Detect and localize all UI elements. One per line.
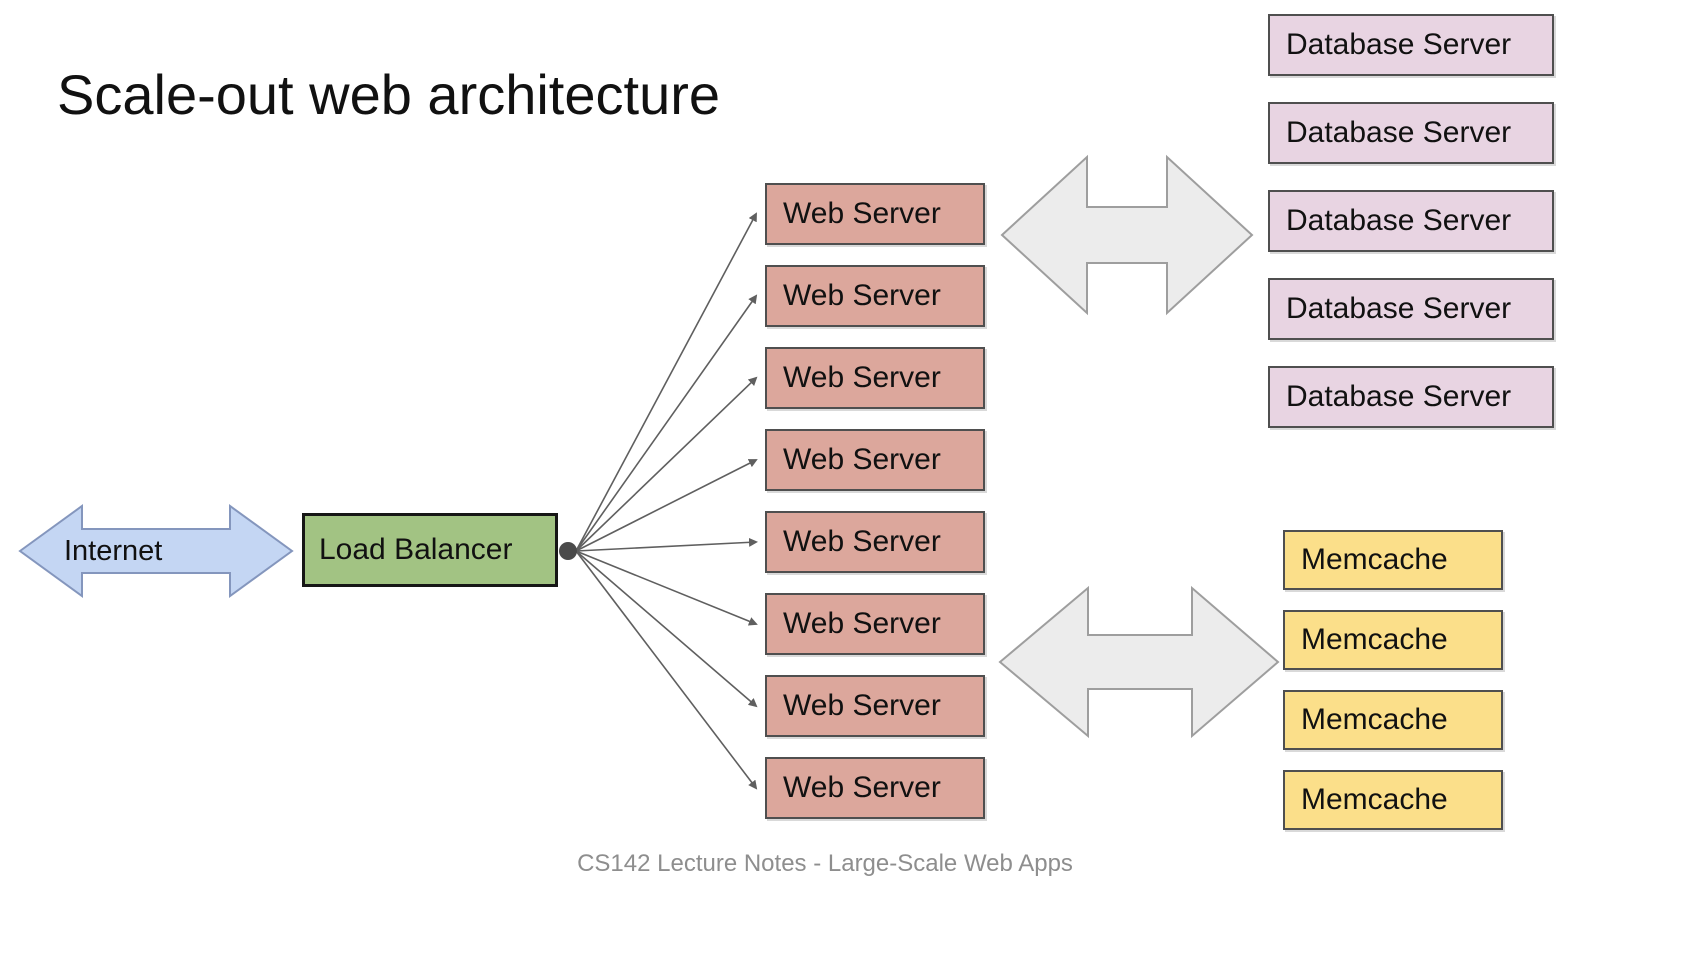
database-server-box: Database Server: [1268, 278, 1554, 340]
database-server-box: Database Server: [1268, 190, 1554, 252]
lb-to-web-connector-2: [575, 294, 758, 552]
load-balancer-port-dot: [559, 542, 577, 560]
load-balancer-box: Load Balancer: [302, 513, 558, 587]
web-server-label: Web Server: [783, 361, 941, 394]
database-server-label: Database Server: [1286, 116, 1512, 149]
lb-to-web-connector-7: [575, 550, 758, 708]
memcache-label: Memcache: [1301, 623, 1448, 656]
web-server-box: Web Server: [765, 511, 985, 573]
web-server-box: Web Server: [765, 675, 985, 737]
memcache-label: Memcache: [1301, 783, 1448, 816]
web-server-column: Web Server Web Server Web Server Web Ser…: [765, 183, 985, 819]
database-server-label: Database Server: [1286, 292, 1512, 325]
memcache-box: Memcache: [1283, 610, 1503, 670]
memcache-label: Memcache: [1301, 703, 1448, 736]
web-server-label: Web Server: [783, 443, 941, 476]
web-server-box: Web Server: [765, 183, 985, 245]
lb-to-web-connector-3: [575, 376, 758, 552]
lb-to-web-connector-8: [575, 550, 758, 790]
web-server-label: Web Server: [783, 197, 941, 230]
internet-label: Internet: [64, 534, 163, 567]
footer-caption: CS142 Lecture Notes - Large-Scale Web Ap…: [577, 850, 1073, 877]
lb-to-web-connector-1: [575, 212, 757, 552]
database-server-box: Database Server: [1268, 102, 1554, 164]
database-server-box: Database Server: [1268, 366, 1554, 428]
memcache-box: Memcache: [1283, 530, 1503, 590]
web-server-label: Web Server: [783, 771, 941, 804]
lb-to-web-connector-6: [575, 550, 758, 626]
web-server-label: Web Server: [783, 607, 941, 640]
web-server-label: Web Server: [783, 279, 941, 312]
web-server-label: Web Server: [783, 525, 941, 558]
memcache-box: Memcache: [1283, 770, 1503, 830]
web-server-box: Web Server: [765, 593, 985, 655]
web-to-database-arrow: [1000, 154, 1254, 316]
database-server-label: Database Server: [1286, 28, 1512, 61]
database-server-label: Database Server: [1286, 204, 1512, 237]
load-balancer-label: Load Balancer: [319, 533, 513, 566]
web-server-box: Web Server: [765, 347, 985, 409]
page-title: Scale-out web architecture: [57, 63, 721, 126]
database-server-column: Database Server Database Server Database…: [1268, 14, 1554, 428]
web-server-label: Web Server: [783, 689, 941, 722]
database-server-label: Database Server: [1286, 380, 1512, 413]
lb-to-web-connector-5: [575, 537, 758, 552]
web-server-box: Web Server: [765, 757, 985, 819]
database-server-box: Database Server: [1268, 14, 1554, 76]
web-to-memcache-arrow: [998, 585, 1280, 739]
memcache-column: Memcache Memcache Memcache Memcache: [1283, 530, 1503, 830]
memcache-label: Memcache: [1301, 543, 1448, 576]
lb-to-web-connector-4: [575, 459, 758, 552]
web-server-box: Web Server: [765, 265, 985, 327]
memcache-box: Memcache: [1283, 690, 1503, 750]
web-server-box: Web Server: [765, 429, 985, 491]
internet-double-arrow: [18, 504, 294, 598]
